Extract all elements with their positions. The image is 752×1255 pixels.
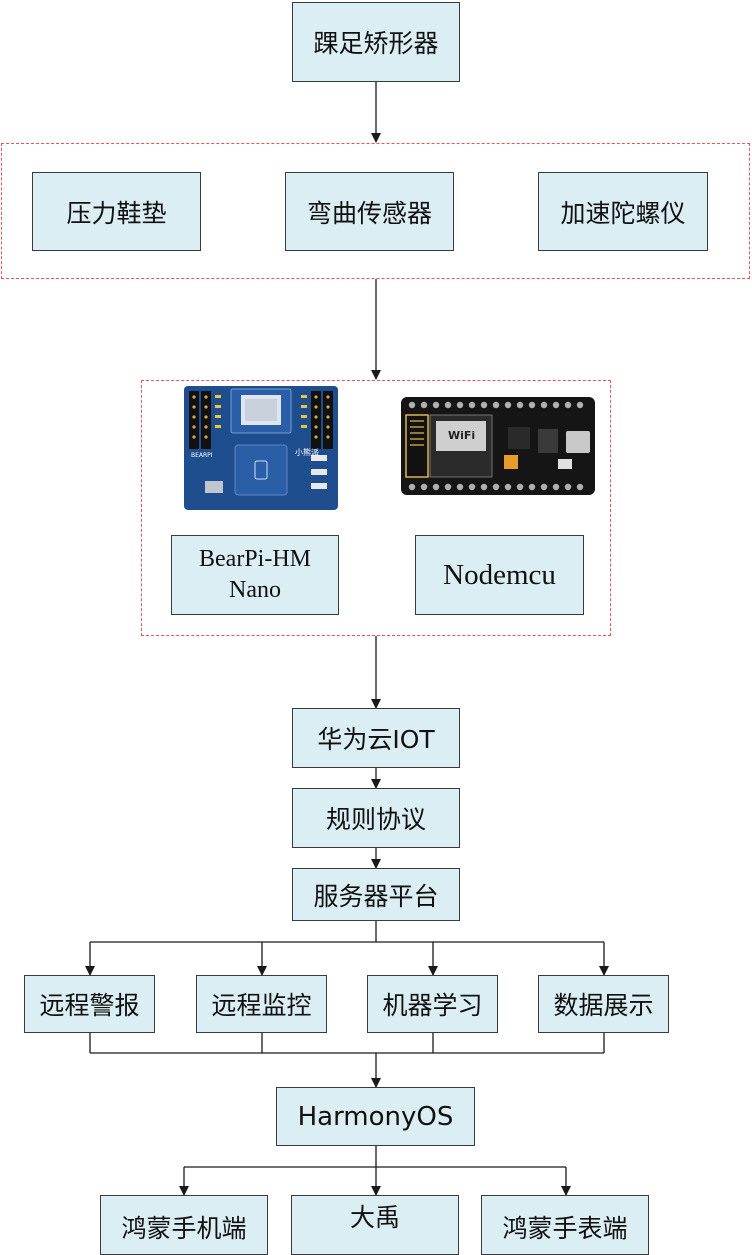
- remote-alarm-node: 远程警报: [24, 975, 155, 1033]
- harmony-watch-node: 鸿蒙手表端: [481, 1195, 649, 1255]
- bend-sensor-node: 弯曲传感器: [285, 172, 454, 251]
- bearpi-label-line1: BearPi-HM: [199, 545, 311, 572]
- ankle-foot-orthosis-node: 踝足矫形器: [292, 2, 460, 82]
- pressure-insole-node: 压力鞋垫: [32, 172, 201, 251]
- machine-learning-node: 机器学习: [367, 975, 498, 1033]
- dayu-node: 大禹: [291, 1195, 459, 1255]
- nodemcu-board-photo: WiFi: [401, 397, 595, 495]
- huawei-cloud-iot-node: 华为云IOT: [292, 708, 460, 768]
- harmony-phone-node: 鸿蒙手机端: [100, 1195, 268, 1255]
- bearpi-silkscreen-text: 小熊派: [295, 447, 319, 457]
- server-platform-node: 服务器平台: [292, 868, 460, 921]
- accel-gyro-node: 加速陀螺仪: [538, 172, 708, 251]
- rule-protocol-node: 规则协议: [292, 788, 460, 848]
- harmonyos-node: HarmonyOS: [276, 1087, 475, 1146]
- nodemcu-node: Nodemcu: [415, 535, 584, 615]
- nodemcu-wifi-label: WiFi: [448, 429, 475, 442]
- data-display-node: 数据展示: [538, 975, 669, 1033]
- board-group: [141, 380, 611, 636]
- bearpi-hm-nano-node: BearPi-HM Nano: [171, 535, 339, 615]
- bearpi-board-photo: 小熊派 BEARPI: [184, 386, 338, 510]
- sensor-group: [1, 143, 750, 279]
- bearpi-label-line2: Nano: [229, 577, 281, 603]
- remote-monitor-node: 远程监控: [196, 975, 327, 1033]
- bearpi-brand-text: BEARPI: [191, 452, 213, 459]
